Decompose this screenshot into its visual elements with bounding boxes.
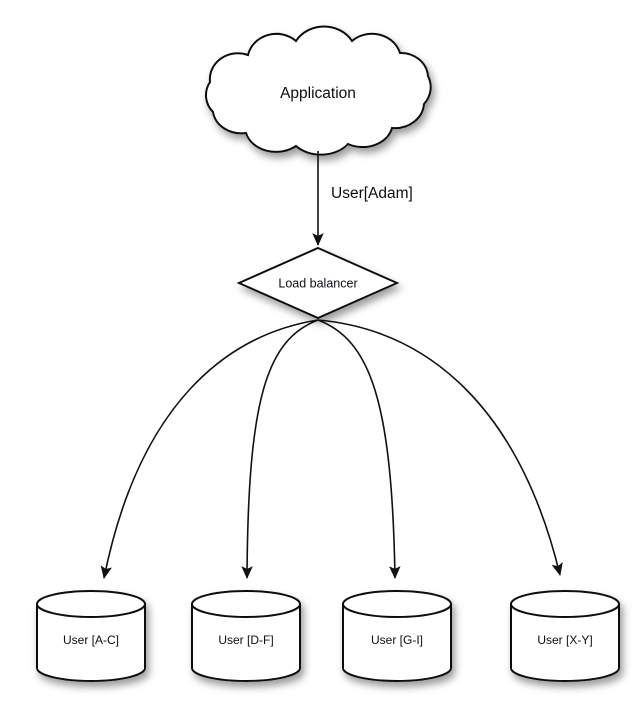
edge-balancer-to-db-x-y [317, 319, 563, 576]
node-load-balancer[interactable]: Load balancer [236, 246, 400, 320]
cylinder-top-d-f [191, 590, 301, 618]
cylinder-body-g-i [342, 603, 452, 682]
load-balancer-label: Load balancer [278, 276, 357, 290]
db-label-g-i: User [G-I] [371, 633, 423, 647]
node-db-g-i[interactable]: User [G-I] [342, 590, 452, 682]
cylinder-top-a-c [36, 590, 146, 618]
edge-balancer-to-db-a-c [100, 319, 319, 579]
cylinder-body-d-f [191, 603, 301, 682]
edge-label-user-adam: User[Adam] [331, 185, 413, 202]
edge-balancer-to-db-g-i [317, 319, 401, 579]
cylinder-body-a-c [36, 603, 146, 682]
edge-balancer-to-db-d-f [241, 319, 319, 579]
diamond-shape [236, 246, 400, 320]
cloud-shape [204, 25, 432, 156]
cylinder-top-g-i [342, 590, 452, 618]
application-label: Application [280, 85, 356, 102]
db-label-a-c: User [A-C] [63, 633, 119, 647]
db-label-d-f: User [D-F] [218, 633, 273, 647]
cylinder-top-x-y [510, 590, 620, 618]
cylinder-body-x-y [510, 603, 620, 682]
node-db-d-f[interactable]: User [D-F] [191, 590, 301, 682]
db-label-x-y: User [X-Y] [537, 633, 592, 647]
node-db-a-c[interactable]: User [A-C] [36, 590, 146, 682]
node-db-x-y[interactable]: User [X-Y] [510, 590, 620, 682]
node-application-cloud[interactable]: Application [204, 25, 432, 156]
